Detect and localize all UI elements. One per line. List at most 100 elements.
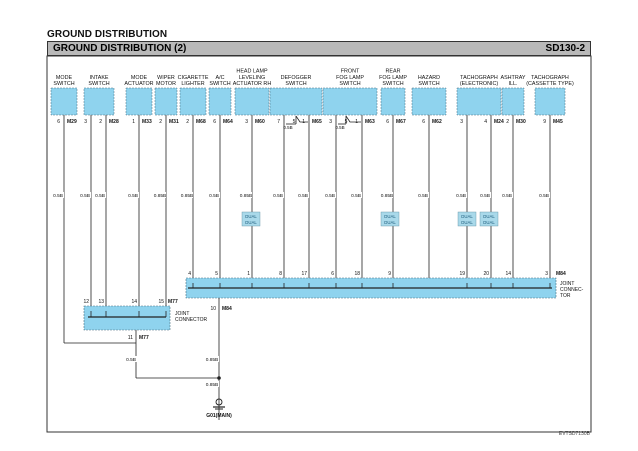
dual-tag-text: DUAL: [384, 220, 396, 225]
wire-gauge-label: 0.5B: [126, 357, 136, 363]
dual-tag-text: DUAL: [384, 214, 396, 219]
wire-gauge-label: 0.5B: [80, 193, 90, 199]
component-label: SWITCH: [418, 81, 439, 87]
joint-pin-number: 13: [98, 299, 104, 305]
joint-connector-label: CONNECTOR: [175, 317, 208, 323]
dual-tag: [479, 211, 499, 227]
component-box: [501, 87, 525, 116]
component-label: DEFOGGER: [281, 75, 312, 81]
wire-gauge-label: 0.5B: [298, 193, 308, 199]
dual-tag-text: DUAL: [483, 214, 495, 219]
joint-pin-number: 15: [158, 299, 164, 305]
component-box: [534, 87, 566, 116]
joint-pin-number: 12: [83, 299, 89, 305]
joint-pin-number: 14: [505, 271, 511, 277]
joint-pin-number: 8: [279, 271, 282, 277]
wire-label-bg: [208, 192, 220, 198]
connector-label: M64: [223, 119, 233, 125]
joint-pin-number: 9: [388, 271, 391, 277]
pin-label: 1: [132, 119, 135, 125]
connector-label: M33: [142, 119, 152, 125]
connector-label: M65: [312, 119, 322, 125]
component-box: [125, 87, 153, 116]
pin-label: 3: [84, 119, 87, 125]
joint-pin-number: 3: [545, 271, 548, 277]
component-box: [380, 87, 406, 116]
component-label: ACTUATOR RH: [233, 81, 272, 87]
joint-connector-code: M77: [168, 299, 178, 305]
joint-pin-number: 1: [247, 271, 250, 277]
pin-label: 2: [506, 119, 509, 125]
component-label: WIPER: [157, 75, 175, 81]
wire-gauge-label: 0.85B: [206, 357, 219, 363]
wire-gauge-label: 0.5B: [456, 193, 466, 199]
pin-label: 5: [293, 119, 296, 125]
diagram-frame: [46, 55, 592, 433]
wire-label-bg: [205, 381, 219, 387]
component-label: MODE: [131, 75, 148, 81]
joint-pin-number: 19: [459, 271, 465, 277]
component-box: [456, 87, 502, 116]
connector-label: M24: [494, 119, 504, 125]
joint-pin-number: 17: [301, 271, 307, 277]
component-label: TACHOGRAPH: [531, 75, 569, 81]
connector-label: M31: [169, 119, 179, 125]
jumper-gauge-label: 0.5B: [335, 125, 344, 130]
component-label: HAZARD: [418, 75, 440, 81]
joint-pin-number: 10: [210, 306, 216, 312]
joint-connector-m77: [83, 305, 171, 331]
joint-connector-code: M84: [556, 271, 566, 277]
component-label: (ELECTRONIC): [460, 81, 499, 87]
joint-connector-label: JOINT: [175, 311, 189, 317]
component-label: LEVELING: [239, 75, 265, 81]
wire-label-bg: [94, 192, 106, 198]
wire-gauge-label: 0.5B: [502, 193, 512, 199]
component-label: SWITCH: [53, 81, 74, 87]
joint-pin-number: 18: [354, 271, 360, 277]
component-box: [154, 87, 178, 116]
connector-label: M68: [196, 119, 206, 125]
wire-gauge-label: 0.5B: [209, 193, 219, 199]
wire-label-bg: [381, 192, 393, 198]
wire-label-bg: [417, 192, 429, 198]
wire-gauge-label: 0.5B: [53, 193, 63, 199]
connector-label: M60: [255, 119, 265, 125]
jumper-gauge-label: 0.5B: [283, 125, 292, 130]
wire-gauge-label: 0.5B: [95, 193, 105, 199]
component-label: MOTOR: [156, 81, 176, 87]
page-title: GROUND DISTRIBUTION: [47, 29, 168, 40]
dual-tag-text: DUAL: [461, 214, 473, 219]
splice-point: [217, 376, 221, 380]
component-box: [179, 87, 207, 116]
dual-tag-text: DUAL: [461, 220, 473, 225]
wire-label-bg: [52, 192, 64, 198]
component-tachograph-cassette: TACHOGRAPH(CASSETTE TYPE): [526, 75, 574, 116]
wire-gauge-label: 0.5B: [351, 193, 361, 199]
pin-label: 6: [386, 119, 389, 125]
connector-label: M29: [67, 119, 77, 125]
joint-connector-label: CONNEC-: [560, 287, 584, 293]
wire-label-bg: [350, 192, 362, 198]
pin-label: 3: [329, 119, 332, 125]
dual-tag: [241, 211, 261, 227]
wire-label-bg: [127, 192, 139, 198]
component-label: ASHTRAY: [500, 75, 525, 81]
wire-gauge-label: 0.5B: [273, 193, 283, 199]
wire-label-bg: [272, 192, 284, 198]
connector-label: M28: [109, 119, 119, 125]
wire-gauge-label: 0.85B: [206, 382, 219, 388]
pin-label: 2: [99, 119, 102, 125]
component-label: INTAKE: [89, 75, 108, 81]
component-label: SWITCH: [339, 81, 360, 87]
component-label: SWITCH: [285, 81, 306, 87]
wire-gauge-label: 0.85B: [181, 193, 194, 199]
